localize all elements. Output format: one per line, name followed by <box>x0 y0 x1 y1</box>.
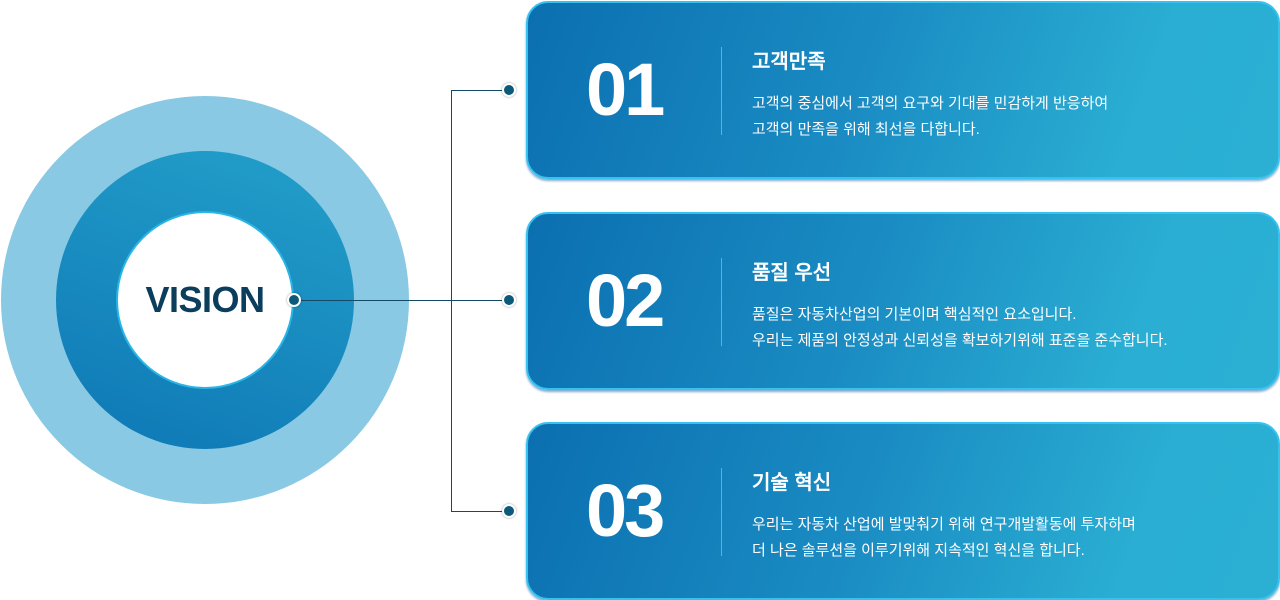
connector-dot-3 <box>502 504 516 518</box>
card-divider <box>721 468 722 556</box>
card-divider <box>721 258 722 346</box>
connector-horizontal-center <box>294 300 509 301</box>
card-title: 품질 우선 <box>752 262 832 284</box>
card-number: 02 <box>586 259 665 342</box>
card-description: 우리는 자동차 산업에 발맞춰기 위해 연구개발활동에 투자하며 더 나은 솔루… <box>752 512 1136 564</box>
description-line: 고객의 중심에서 고객의 요구와 기대를 민감하게 반응하여 <box>752 95 1109 112</box>
card-description: 품질은 자동차산업의 기본이며 핵심적인 요소입니다. 우리는 제품의 안정성과… <box>752 302 1168 354</box>
card-title: 고객만족 <box>752 51 826 73</box>
connector-dot-1 <box>502 83 516 97</box>
description-line: 우리는 자동차 산업에 발맞춰기 위해 연구개발활동에 투자하며 <box>752 516 1136 533</box>
connector-top <box>451 90 509 91</box>
vision-label: VISION <box>145 279 265 320</box>
connector-bottom <box>451 511 509 512</box>
card-divider <box>721 47 722 135</box>
card-title: 기술 혁신 <box>752 472 832 494</box>
connector-dot-center <box>287 293 301 307</box>
card-number: 03 <box>586 469 665 552</box>
vision-card-quality-first: 02 품질 우선 품질은 자동차산업의 기본이며 핵심적인 요소입니다. 우리는… <box>526 212 1280 390</box>
description-line: 더 나은 솔루션을 이루기위해 지속적인 혁신을 합니다. <box>752 542 1085 559</box>
description-line: 우리는 제품의 안정성과 신뢰성을 확보하기위해 표준을 준수합니다. <box>752 332 1168 349</box>
vision-center: VISION <box>116 211 294 389</box>
card-number: 01 <box>586 48 665 131</box>
description-line: 고객의 만족을 위해 최선을 다합니다. <box>752 121 980 138</box>
connector-vertical <box>451 90 452 511</box>
vision-card-customer-satisfaction: 01 고객만족 고객의 중심에서 고객의 요구와 기대를 민감하게 반응하여 고… <box>526 1 1280 179</box>
vision-card-tech-innovation: 03 기술 혁신 우리는 자동차 산업에 발맞춰기 위해 연구개발활동에 투자하… <box>526 422 1280 600</box>
card-description: 고객의 중심에서 고객의 요구와 기대를 민감하게 반응하여 고객의 만족을 위… <box>752 91 1108 143</box>
connector-dot-2 <box>502 293 516 307</box>
description-line: 품질은 자동차산업의 기본이며 핵심적인 요소입니다. <box>752 306 1077 323</box>
